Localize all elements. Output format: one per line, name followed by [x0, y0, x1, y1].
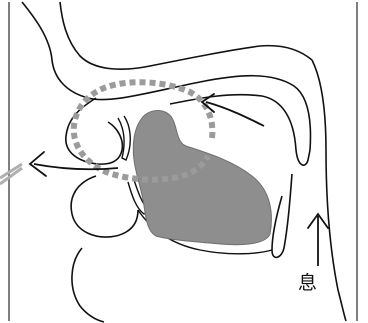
pharynx-front-wall [272, 174, 292, 257]
exhale-spray-icon [0, 164, 22, 184]
breath-label: 息 [298, 274, 317, 293]
upper-lip-outline [66, 98, 123, 164]
lower-jaw-outline [72, 248, 104, 322]
oral-arrow-shaft [206, 102, 264, 126]
exit-arrow-shaft [34, 164, 118, 169]
lower-lip-outline [71, 176, 138, 237]
pharynx-back-wall [312, 60, 346, 321]
upper-teeth [118, 116, 130, 160]
nasal-upper-outline [60, 2, 312, 69]
